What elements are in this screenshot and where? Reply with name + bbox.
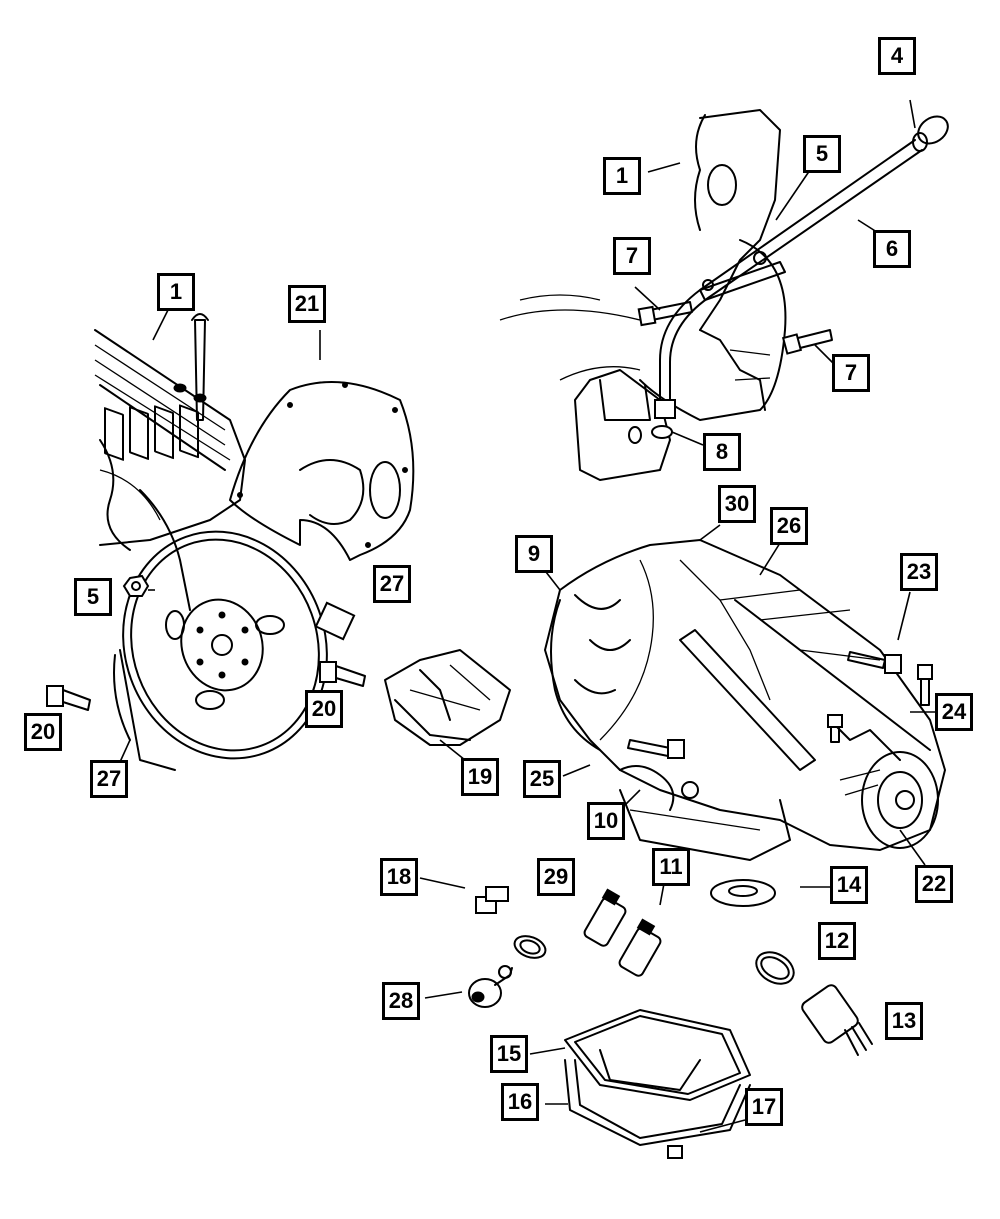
oring-12-drawing [755,951,795,985]
drain-plug-17-drawing [667,1145,683,1159]
nut-5-left-drawing [122,574,150,597]
dipstick-tube-drawing [651,115,949,439]
bolt-23-drawing [847,651,902,674]
gasket-15-drawing [564,1009,751,1101]
callout-5-upper: 5 [803,135,841,173]
solenoid-11a-drawing [583,888,627,947]
callout-5-left: 5 [74,578,112,616]
bolt-25-drawing [627,739,685,759]
callout-26: 26 [770,507,808,545]
callout-18: 18 [380,858,418,896]
washer-14-drawing [710,879,776,907]
callout-21: 21 [288,285,326,323]
callout-16: 16 [501,1083,539,1121]
callout-28: 28 [382,982,420,1020]
callout-17: 17 [745,1088,783,1126]
callout-24: 24 [935,693,973,731]
oil-pan-16-drawing [564,1049,751,1146]
callout-15: 15 [490,1035,528,1073]
callout-30: 30 [718,485,756,523]
callout-1-engine: 1 [157,273,195,311]
flexplate-27-drawing [113,530,356,771]
callout-20-mid: 20 [305,690,343,728]
inspection-cover-19-drawing [384,649,511,746]
callout-22: 22 [915,865,953,903]
sensor-13-drawing [801,984,873,1056]
callout-19: 19 [461,758,499,796]
callout-13: 13 [885,1002,923,1040]
callout-27-left: 27 [90,760,128,798]
bolt-7-upper-drawing [637,301,693,327]
transmission-case-drawing [544,539,946,861]
callout-10: 10 [587,802,625,840]
callout-27-right: 27 [373,565,411,603]
callout-4: 4 [878,37,916,75]
callout-12: 12 [818,922,856,960]
bolt-20-mid-drawing [319,661,366,687]
callout-29: 29 [537,858,575,896]
callout-25: 25 [523,760,561,798]
sensor-28-drawing [468,965,513,1008]
callout-9: 9 [515,535,553,573]
engine-block-drawing [94,313,246,611]
leader-lines [119,99,938,1133]
solenoid-11b-drawing [618,918,662,977]
bolt-7-lower-drawing [781,329,833,355]
plug-18-drawing [475,886,509,914]
callout-20-left: 20 [24,713,62,751]
callout-14: 14 [830,866,868,904]
callout-6: 6 [873,230,911,268]
callout-1-transmission: 1 [603,157,641,195]
bolt-small-drawing [827,714,843,743]
bolt-20-left-drawing [46,685,91,711]
bolt-24-drawing [917,664,933,706]
washer-29-drawing [513,935,547,959]
callout-23: 23 [900,553,938,591]
callout-7-lower: 7 [832,354,870,392]
flexplate-cover-21-drawing [229,381,415,561]
callout-8: 8 [703,433,741,471]
callout-11: 11 [652,848,690,886]
callout-7-upper: 7 [613,237,651,275]
